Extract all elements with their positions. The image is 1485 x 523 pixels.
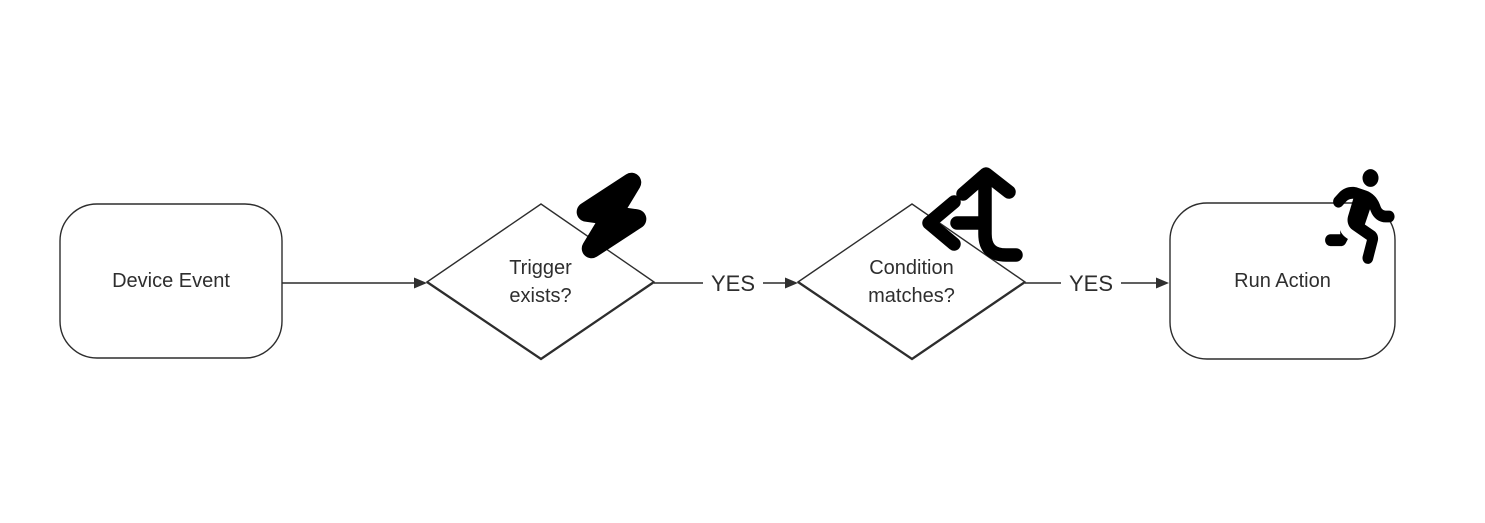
device-event-node (59, 203, 283, 359)
device-event-label-text: Device Event (112, 270, 230, 292)
condition-matches-label-line2: matches? (868, 285, 955, 307)
edge-label-yes-trigger-text: YES (710, 271, 756, 296)
device-event-label: Device Event (60, 204, 282, 358)
arrowhead-into-trigger (414, 277, 427, 289)
arrowhead-into-run-action (1156, 277, 1169, 289)
trigger-exists-label-line1: Trigger (509, 257, 572, 279)
bolt-icon-glyph (576, 172, 647, 259)
split-arrow-left-head (922, 195, 961, 251)
arrows-split-up-and-left-icon (922, 167, 1023, 262)
run-action-label-text: Run Action (1234, 270, 1331, 292)
edge-label-yes-condition-text: YES (1068, 271, 1114, 296)
arrowhead-into-condition (785, 277, 798, 289)
bolt-icon (576, 172, 647, 259)
condition-matches-label: Condition matches? (798, 204, 1025, 360)
run-action-label: Run Action (1170, 203, 1395, 359)
person-running-icon-glyph (1325, 169, 1395, 264)
trigger-exists-label: Trigger exists? (427, 204, 654, 360)
split-arrow-up-head (956, 167, 1016, 201)
person-running-icon (1325, 169, 1395, 264)
edge-label-yes-condition: YES (1061, 269, 1121, 299)
trigger-exists-diamond-lower-edge (426, 281, 655, 361)
condition-matches-label-line1: Condition (869, 257, 954, 279)
condition-matches-diamond-lower-edge (797, 281, 1026, 361)
split-arrow-stem (978, 173, 1023, 262)
edge-label-yes-trigger: YES (703, 269, 763, 299)
trigger-exists-label-line2: exists? (509, 285, 572, 307)
